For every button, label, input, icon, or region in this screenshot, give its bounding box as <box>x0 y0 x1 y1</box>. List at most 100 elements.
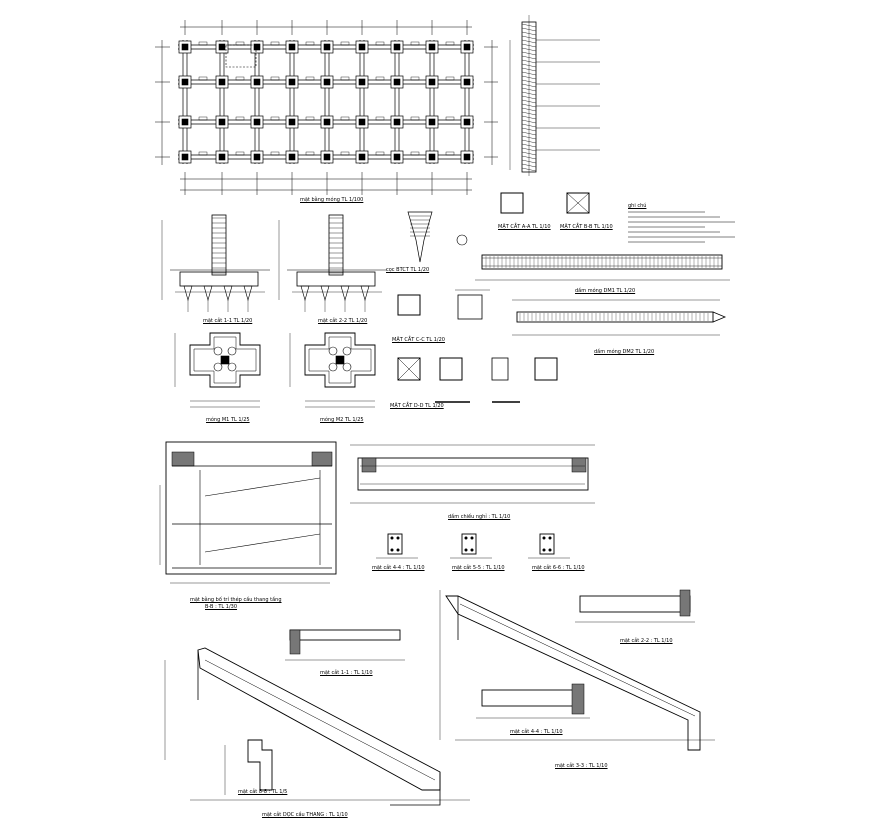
beam-tag <box>375 76 385 81</box>
column-stub <box>253 153 261 161</box>
pile-mark <box>342 346 352 356</box>
beam-tag <box>235 76 245 81</box>
pile-section-aa-caption: MẶT CẮT A-A TL 1/10 <box>498 224 551 230</box>
column-stub <box>323 43 331 51</box>
column-stub <box>393 118 401 126</box>
beam-tag <box>270 116 280 121</box>
beam-tag <box>198 151 208 156</box>
column-stub <box>218 78 226 86</box>
column-stub <box>323 118 331 126</box>
footing-inner <box>193 336 257 384</box>
footing-plan-2-caption: móng M2 TL 1/25 <box>320 417 364 423</box>
stair-base <box>390 772 441 806</box>
pile-tip <box>203 285 213 302</box>
stair-long-section-left <box>164 647 470 806</box>
wall-block-left <box>171 451 195 467</box>
pile-mark <box>213 346 223 356</box>
stair-plan-outline <box>165 441 337 575</box>
section-44b-body <box>481 689 583 707</box>
rebar-diagonal <box>204 477 321 497</box>
foundation-plan <box>155 20 498 195</box>
column-stub <box>181 153 189 161</box>
column-stub <box>358 118 366 126</box>
section-11-support <box>289 629 301 655</box>
section-22-body <box>579 595 691 613</box>
column-stub <box>181 78 189 86</box>
landing-support-right <box>571 457 587 473</box>
beam-dm2-tip <box>712 311 727 323</box>
notes-title: ghi chú <box>628 203 647 209</box>
small-section-body <box>387 533 403 555</box>
column-stub <box>393 78 401 86</box>
pier-shaft <box>328 214 344 276</box>
section-44b-support <box>571 683 585 715</box>
pile-diag <box>566 192 590 214</box>
beam-tag <box>375 151 385 156</box>
stair-flight-right <box>445 595 701 751</box>
beam-tag <box>198 41 208 46</box>
column-stub <box>288 153 296 161</box>
beam-tag <box>410 76 420 81</box>
section-22-caption: mặt cắt 2-2 : TL 1/10 <box>620 638 673 644</box>
column-section-d4 <box>534 357 558 381</box>
column-section-d3 <box>491 357 509 381</box>
wall-block-right <box>311 451 333 467</box>
column-section-d <box>397 357 421 381</box>
pile-tip <box>243 285 253 302</box>
column-diag <box>397 357 421 381</box>
rebar-dot <box>464 536 468 540</box>
footing-section-2-caption: mặt cắt 2-2 TL 1/20 <box>318 318 368 324</box>
landing-beam-body <box>357 457 589 491</box>
column-stub <box>428 43 436 51</box>
beam-1-caption: dầm móng DM1 TL 1/20 <box>575 288 636 294</box>
pile-tip <box>223 285 233 302</box>
pile-section-bb-caption: MẶT CẮT B-B TL 1/10 <box>560 224 613 230</box>
pile-section-aa <box>500 192 524 214</box>
section-44b-caption: mặt cắt 4-4 : TL 1/10 <box>510 729 563 735</box>
column-stub <box>218 118 226 126</box>
section-55-caption: mặt cắt 5-5 : TL 1/10 <box>452 565 505 571</box>
rebar-dot <box>464 548 468 552</box>
beam-dm2 <box>516 311 714 323</box>
stair-plan-caption: mặt bằng bố trí thép cầu thang tầng <box>190 597 282 603</box>
column-stub <box>253 118 261 126</box>
beam-tag <box>340 151 350 156</box>
stair-rebar <box>204 659 436 781</box>
beam-tag <box>305 116 315 121</box>
column-stub <box>253 78 261 86</box>
column-stub <box>428 118 436 126</box>
pile-tip <box>320 285 330 302</box>
rebar-dot <box>396 548 400 552</box>
beam-tag <box>375 116 385 121</box>
pile-mark <box>227 346 237 356</box>
pile-head-elevation <box>407 211 433 263</box>
stair-long-section-right <box>439 590 715 751</box>
beam-tag <box>198 116 208 121</box>
column-stub <box>428 78 436 86</box>
beam-tag <box>410 116 420 121</box>
beam-tag <box>305 76 315 81</box>
pile-tip <box>300 285 310 302</box>
column-stub <box>358 78 366 86</box>
foundation-plan-caption: mặt bằng móng TL 1/100 <box>300 197 364 203</box>
column-stub <box>358 43 366 51</box>
pier-shaft <box>211 214 227 276</box>
pile-details <box>397 192 590 403</box>
beam-tag <box>270 151 280 156</box>
section-11-caption: mặt cắt 1-1 : TL 1/10 <box>320 670 373 676</box>
pile-tip <box>340 285 350 302</box>
column-stub <box>323 153 331 161</box>
section-66-caption: mặt cắt 6-6 : TL 1/10 <box>532 565 585 571</box>
stair-plan <box>159 441 337 584</box>
column-stub <box>253 43 261 51</box>
rebar-dot <box>542 536 546 540</box>
footing-plan-1-caption: móng M1 TL 1/25 <box>206 417 250 423</box>
section-88-body <box>247 739 273 791</box>
pile-tip <box>360 285 370 302</box>
column-stub <box>463 153 471 161</box>
pile-section-bb <box>566 192 590 214</box>
stair-rebar <box>459 603 696 717</box>
footing-sections <box>161 214 387 312</box>
beam-2-caption: dầm móng DM2 TL 1/20 <box>594 349 655 355</box>
